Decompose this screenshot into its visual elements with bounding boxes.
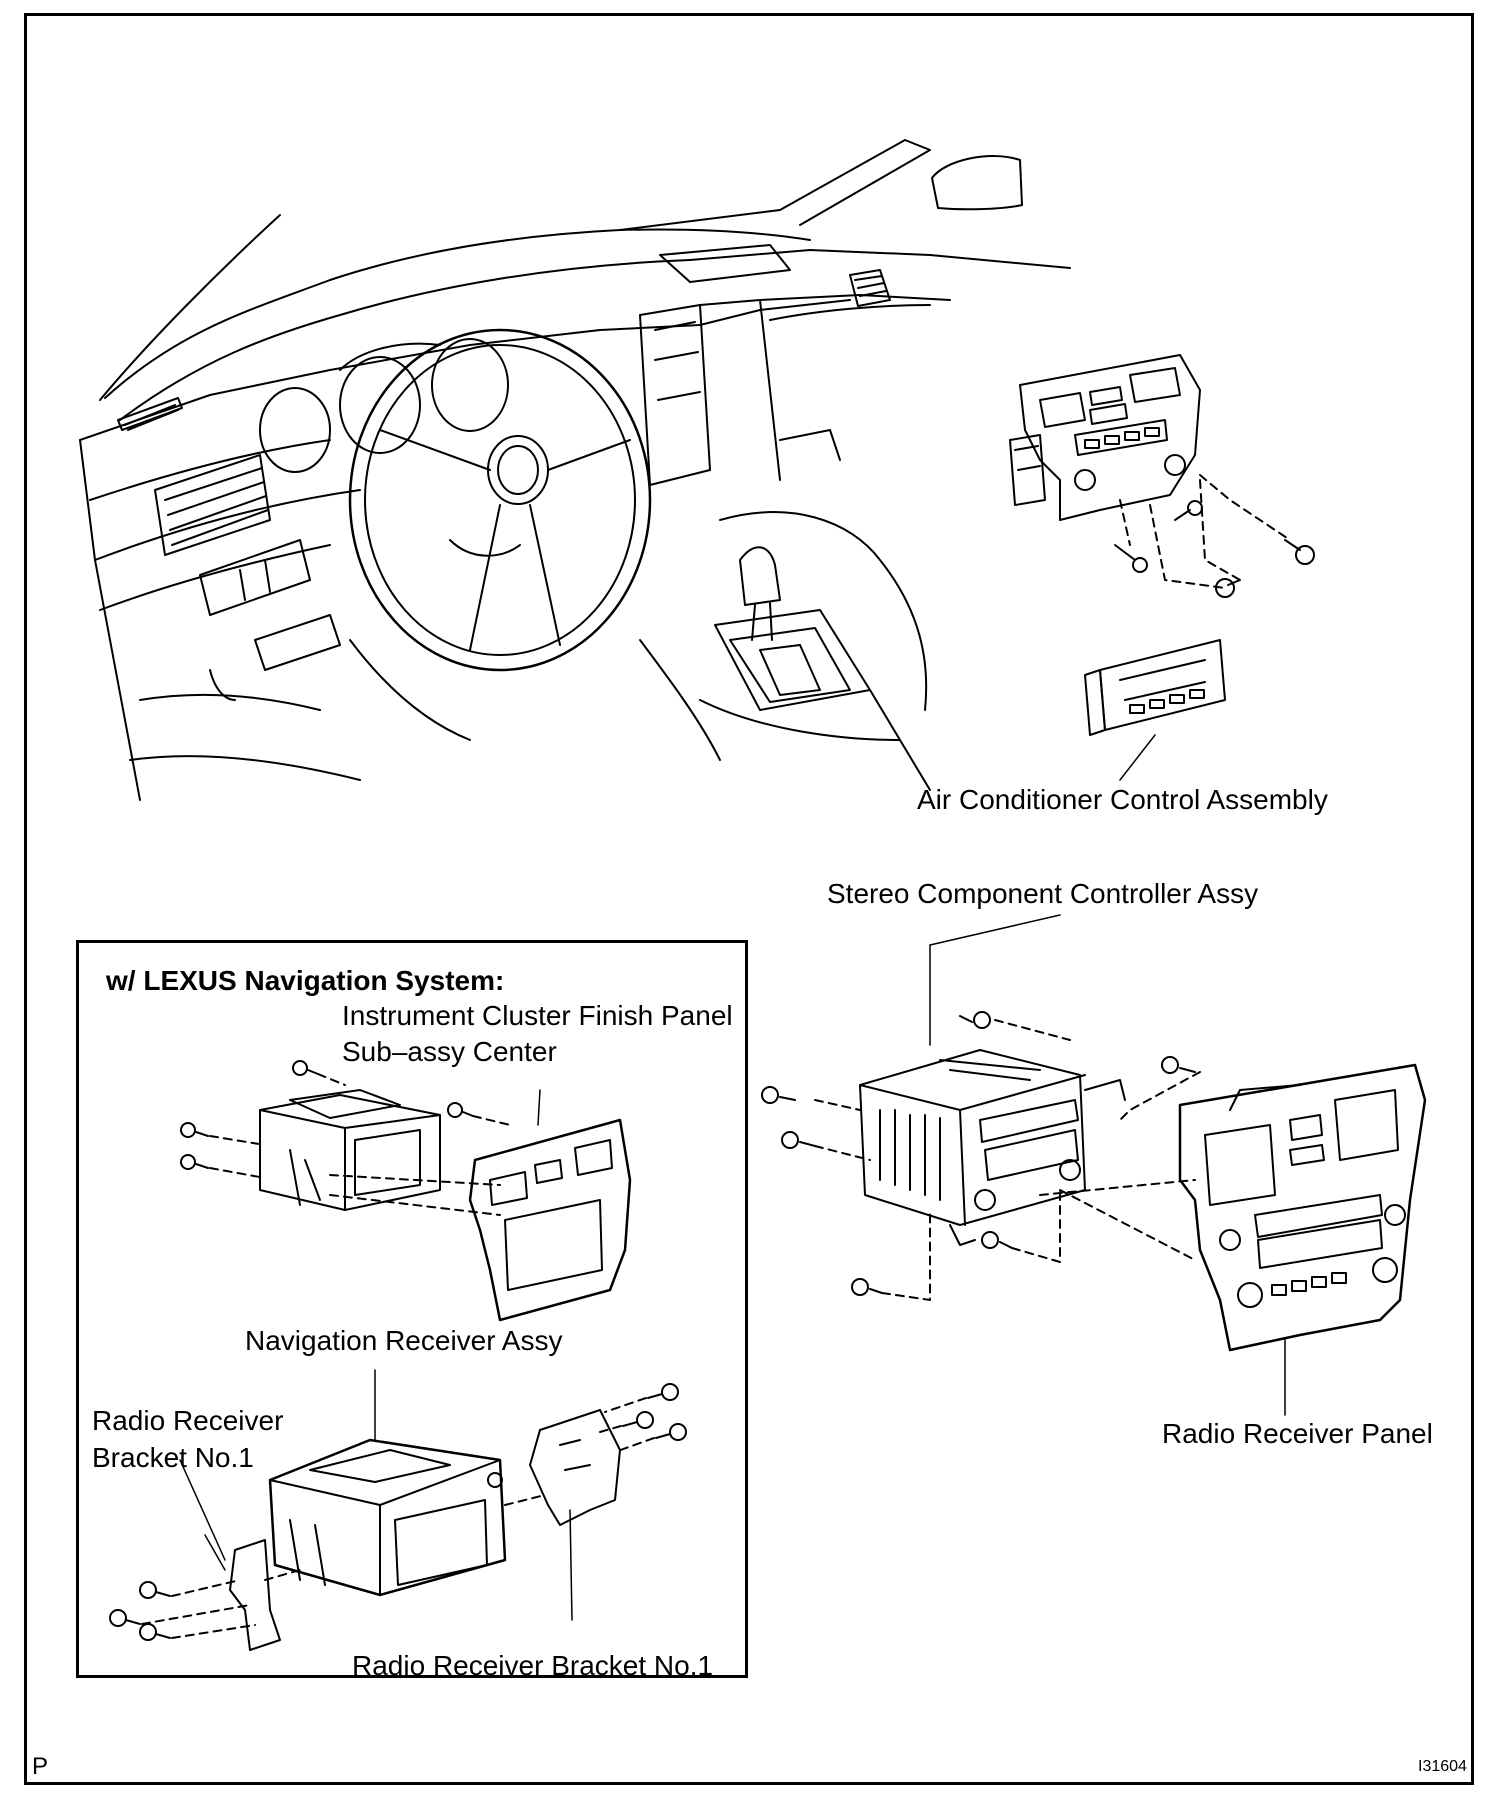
dashboard-interior-drawing (79, 139, 1071, 801)
figure-id: I31604 (1418, 1758, 1467, 1775)
nav-system-inset-box (76, 940, 748, 1678)
diagram-frame (24, 13, 1474, 1785)
radio-panel-label: Radio Receiver Panel (1162, 1418, 1433, 1449)
nav-receiver-label: Navigation Receiver Assy (245, 1325, 563, 1356)
finish-panel-label-line1: Instrument Cluster Finish Panel (342, 1000, 733, 1031)
ac-control-exploded (1009, 354, 1315, 781)
stereo-controller-exploded (761, 914, 1201, 1301)
nav-heading: w/ LEXUS Navigation System: (106, 965, 505, 996)
finish-panel-label-line2: Sub–assy Center (342, 1036, 557, 1067)
stereo-controller-label: Stereo Component Controller Assy (827, 878, 1259, 909)
bracket-left-label-line1: Radio Receiver (92, 1405, 284, 1436)
ac-control-label: Air Conditioner Control Assembly (917, 784, 1328, 815)
bracket-left-label-line2: Bracket No.1 (92, 1442, 254, 1473)
nav-system-inset-drawing (109, 1060, 687, 1651)
radio-receiver-panel-drawing (1178, 1063, 1427, 1416)
bracket-right-label: Radio Receiver Bracket No.1 (352, 1650, 714, 1681)
corner-mark: P (32, 1753, 49, 1780)
